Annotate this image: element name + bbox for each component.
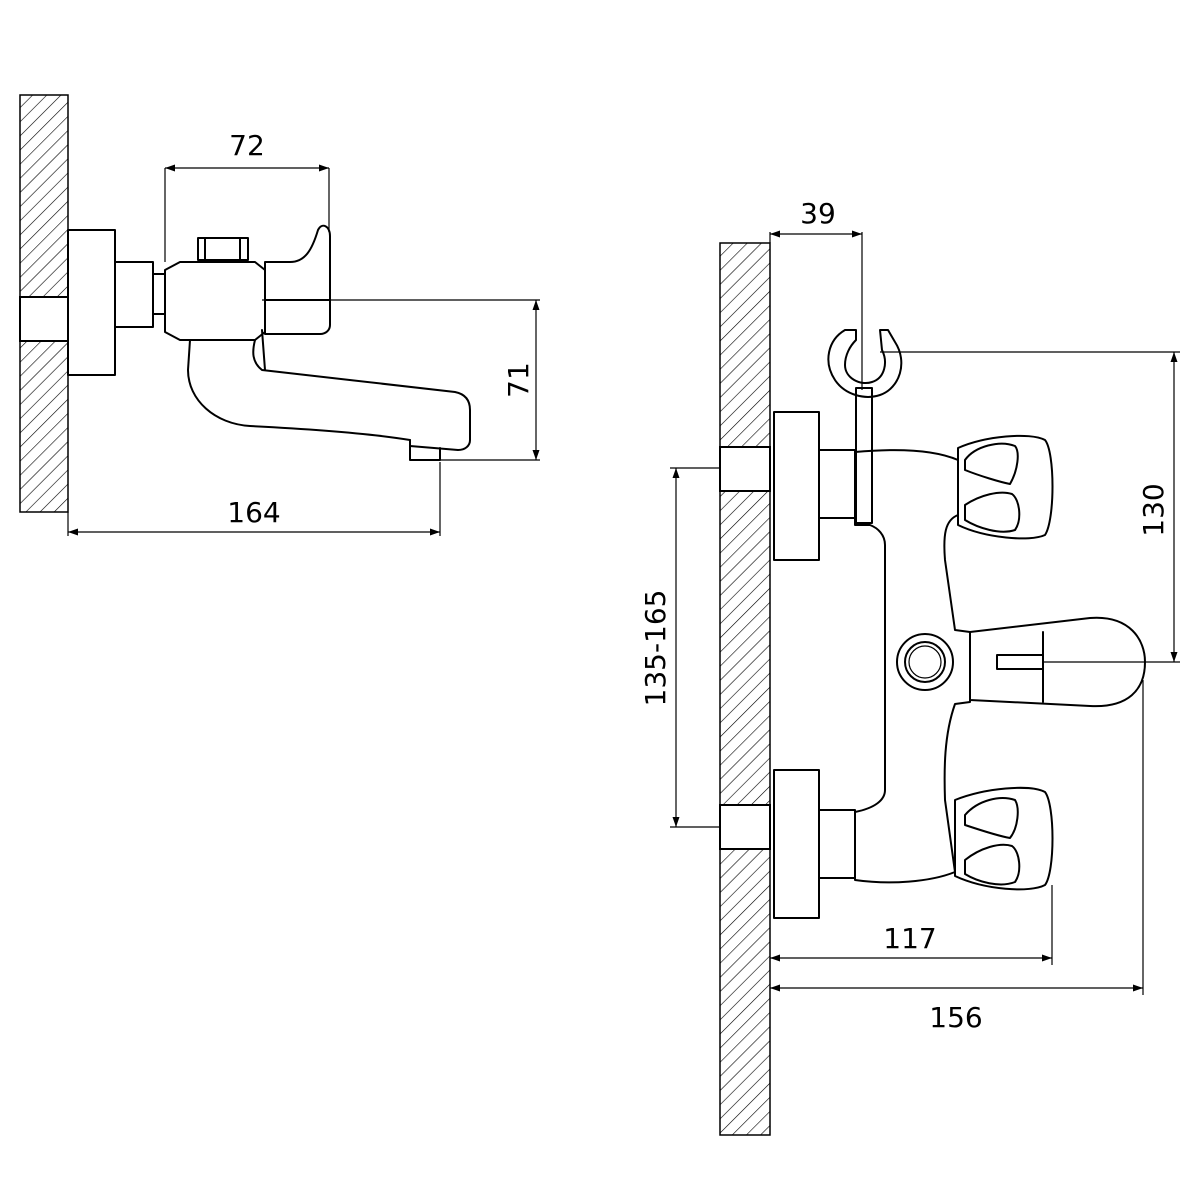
shower-holder [827,329,903,398]
dim-130: 130 [1137,483,1170,536]
dim-71: 71 [502,362,535,398]
lever-left [264,224,331,335]
connector-bottom [818,809,856,879]
dim-156: 156 [929,1001,982,1034]
escutcheon-top [773,411,820,561]
dim-39: 39 [800,197,836,230]
escutcheon-left [67,229,116,376]
left-view: 72 71 164 [19,94,540,536]
dim-135-165: 135-165 [639,590,672,707]
holder-stem [855,387,873,524]
mixer-body-left [164,261,266,341]
dim-164: 164 [227,496,280,529]
dim-72: 72 [229,129,265,162]
diverter-knob [896,633,954,691]
wall-inlet-left [19,296,69,342]
handle-bottom [954,786,1054,891]
cap-left [197,237,249,261]
dim-117: 117 [883,922,936,955]
escutcheon-bottom [773,769,820,919]
connector-top [818,449,856,519]
wall-inlet-bottom [719,804,771,850]
right-view: 39 130 135-165 117 156 [639,197,1180,1136]
nut-left [152,273,166,315]
handle-top [957,434,1054,540]
spout-left [187,339,471,451]
wall-right [719,242,771,1136]
wall-inlet-top [719,446,771,492]
connector-left [114,261,154,328]
